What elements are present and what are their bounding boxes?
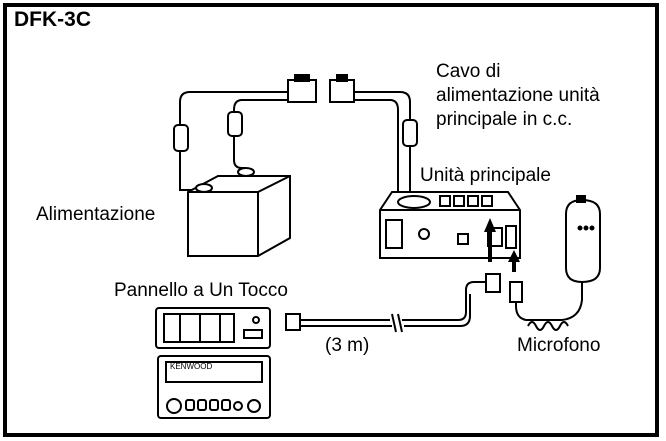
length-label: (3 m) [325,335,370,356]
diagram-title: DFK-3C [14,8,91,31]
power-connector [287,74,355,103]
panel-label: Pannello a Un Tocco [114,280,288,301]
one-touch-panel-front [157,355,271,419]
one-touch-panel-back [155,307,271,349]
cable-label-line3: principale in c.c. [436,109,573,130]
power-supply-label: Alimentazione [36,204,156,225]
microphone-label: Microfono [517,335,601,356]
connection-arrows [484,218,520,272]
brand-logo: KENWOOD [170,362,213,371]
mic-plug [509,281,523,303]
diagram-frame [3,3,659,437]
microphone [565,195,601,284]
panel-cable-plug-end [285,313,301,331]
cable-label-line1: Cavo di [436,61,501,82]
cable-label-line2: alimentazione unità [436,85,600,106]
battery [187,167,291,257]
mic-cable [515,270,583,331]
main-unit-label: Unità principale [420,165,551,186]
fuse-holders [173,111,418,152]
panel-cable-plug [485,273,501,293]
main-unit [379,191,521,259]
panel-cable [300,281,490,333]
